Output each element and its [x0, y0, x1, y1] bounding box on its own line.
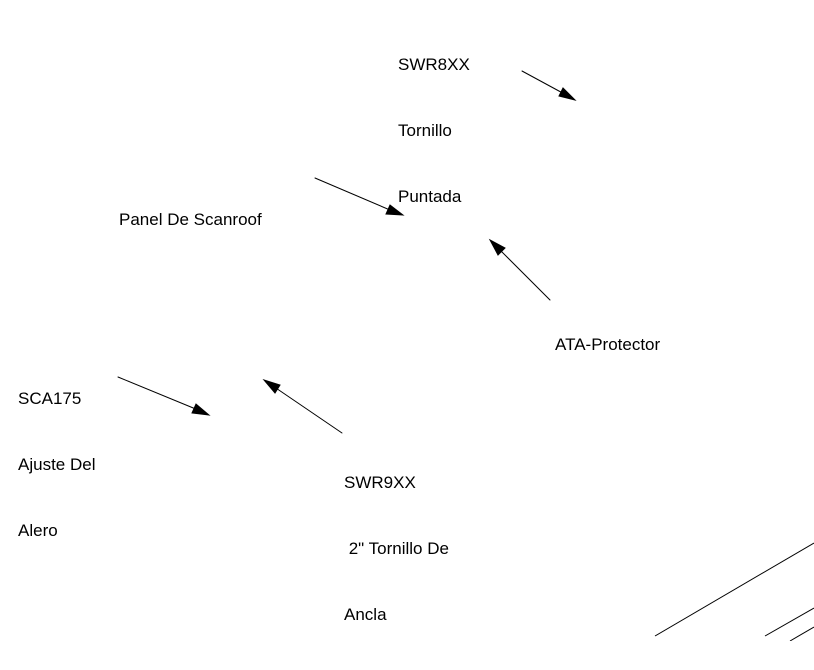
arrowhead-ata [488, 238, 506, 256]
roof-edge-line-3 [789, 626, 814, 641]
arrowhead-panel [385, 204, 405, 216]
roof-edge-lines [654, 542, 814, 641]
callout-swr8xx-line-1: SWR8XX [398, 55, 470, 74]
callout-panel-label: Panel De Scanroof [119, 165, 262, 275]
leader-line-panel [314, 177, 398, 214]
callout-swr8xx-line-3: Puntada [398, 187, 462, 206]
leader-line-swr9xx [269, 383, 343, 434]
arrowhead-swr9xx [262, 379, 281, 394]
leader-arrow-swr9xx [262, 379, 343, 434]
leader-lines-svg [117, 70, 814, 641]
leader-arrow-sca175 [117, 376, 211, 416]
callout-swr9xx-line-2: 2" Tornillo De [344, 539, 449, 558]
callout-sca175-label: SCA175 Ajuste Del Alero [18, 344, 95, 586]
callout-swr8xx-line-2: Tornillo [398, 121, 452, 140]
callout-swr9xx-line-3: Ancla [344, 605, 387, 624]
leader-arrow-panel [314, 177, 405, 216]
callout-sca175-line-3: Alero [18, 521, 58, 540]
leader-arrow-swr8xx [521, 70, 577, 101]
arrowhead-swr8xx [558, 87, 577, 101]
callout-swr9xx-line-1: SWR9XX [344, 473, 416, 492]
callout-ata-line-1: ATA-Protector [555, 335, 661, 354]
roof-edge-line-2 [764, 607, 814, 637]
roof-edge-line-1 [654, 542, 814, 637]
callout-ata-label: ATA-Protector [555, 290, 660, 400]
callout-panel-line-1: Panel De Scanroof [119, 210, 262, 229]
callout-swr9xx-label: SWR9XX 2" Tornillo De Ancla [344, 428, 449, 670]
callout-sca175-line-1: SCA175 [18, 389, 82, 408]
leader-line-sca175 [117, 376, 204, 413]
arrowhead-sca175 [191, 403, 211, 416]
leader-arrow-ata [488, 238, 551, 301]
callout-swr8xx-label: SWR8XX Tornillo Puntada [398, 10, 470, 252]
callout-sca175-line-2: Ajuste Del [18, 455, 96, 474]
leader-line-ata [494, 244, 551, 301]
